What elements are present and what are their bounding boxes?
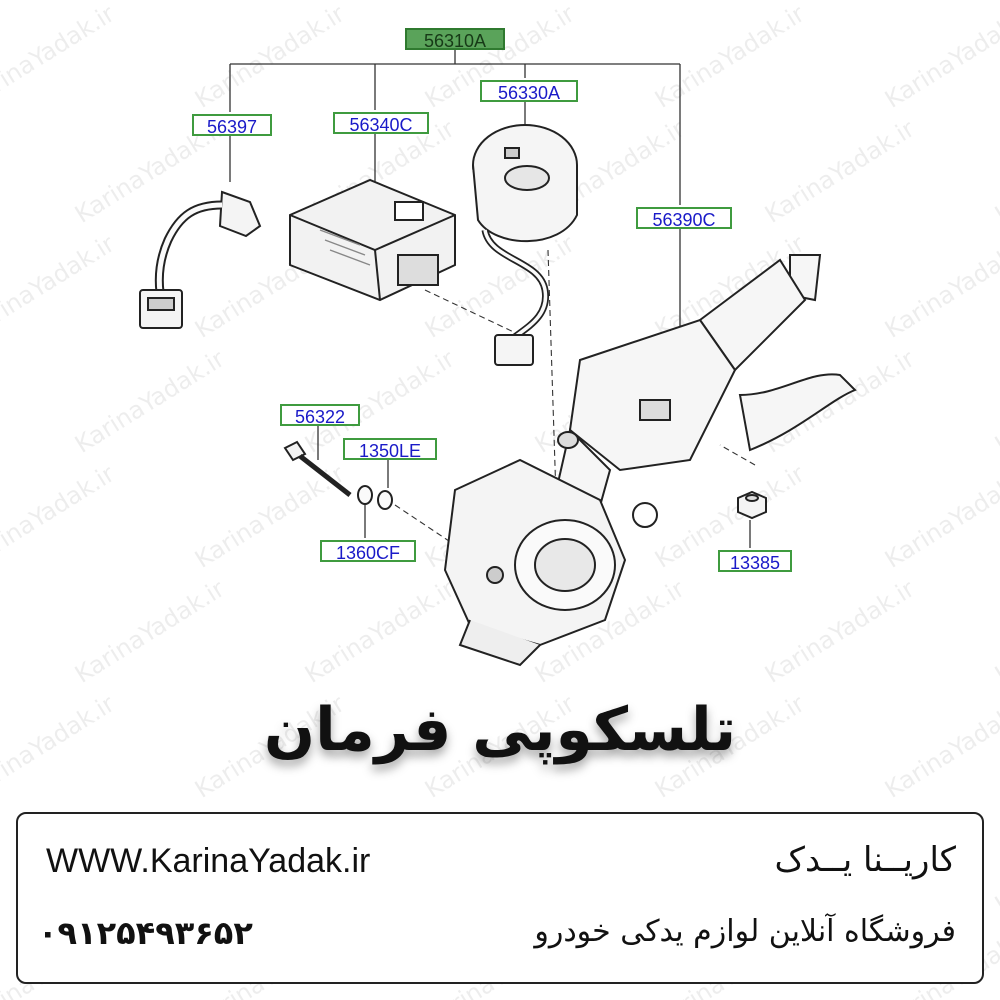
steering-column-part <box>543 254 857 562</box>
part-label-56397: 56397 <box>192 114 272 137</box>
shop-name: کاریــنا یــدک <box>774 840 956 880</box>
part-label-56340c: 56340C <box>333 112 429 135</box>
control-module-part <box>289 178 456 302</box>
motor-part <box>472 124 578 366</box>
part-label-56310a: 56310A <box>405 28 505 51</box>
dashed-guides <box>394 249 756 621</box>
bolt-part <box>283 440 352 497</box>
part-label-56390c: 56390C <box>636 207 732 230</box>
part-label-1350le: 1350LE <box>343 438 437 461</box>
washer-parts <box>357 485 393 510</box>
part-label-56330a: 56330A <box>480 80 578 103</box>
shop-description: فروشگاه آنلاین لوازم یدکی خودرو <box>534 914 956 949</box>
phone-number: ۰۹۱۲۵۴۹۳۶۵۲ <box>38 914 253 952</box>
leader-lines <box>229 50 751 548</box>
part-label-56322: 56322 <box>280 404 360 427</box>
page-title: تلسکوپی فرمان <box>263 695 737 765</box>
gear-housing-part <box>443 458 627 667</box>
part-label-1360cf: 1360CF <box>320 540 416 563</box>
wiring-harness-part <box>139 190 262 329</box>
contact-info-box: WWW.KarinaYadak.ir ۰۹۱۲۵۴۹۳۶۵۲ کاریــنا … <box>16 812 984 984</box>
website-link[interactable]: WWW.KarinaYadak.ir <box>46 842 371 880</box>
part-label-13385: 13385 <box>718 550 792 573</box>
watermark-text: KarinaYadak.ir <box>990 804 1000 919</box>
nut-part <box>737 490 767 520</box>
exploded-diagram <box>139 50 857 667</box>
